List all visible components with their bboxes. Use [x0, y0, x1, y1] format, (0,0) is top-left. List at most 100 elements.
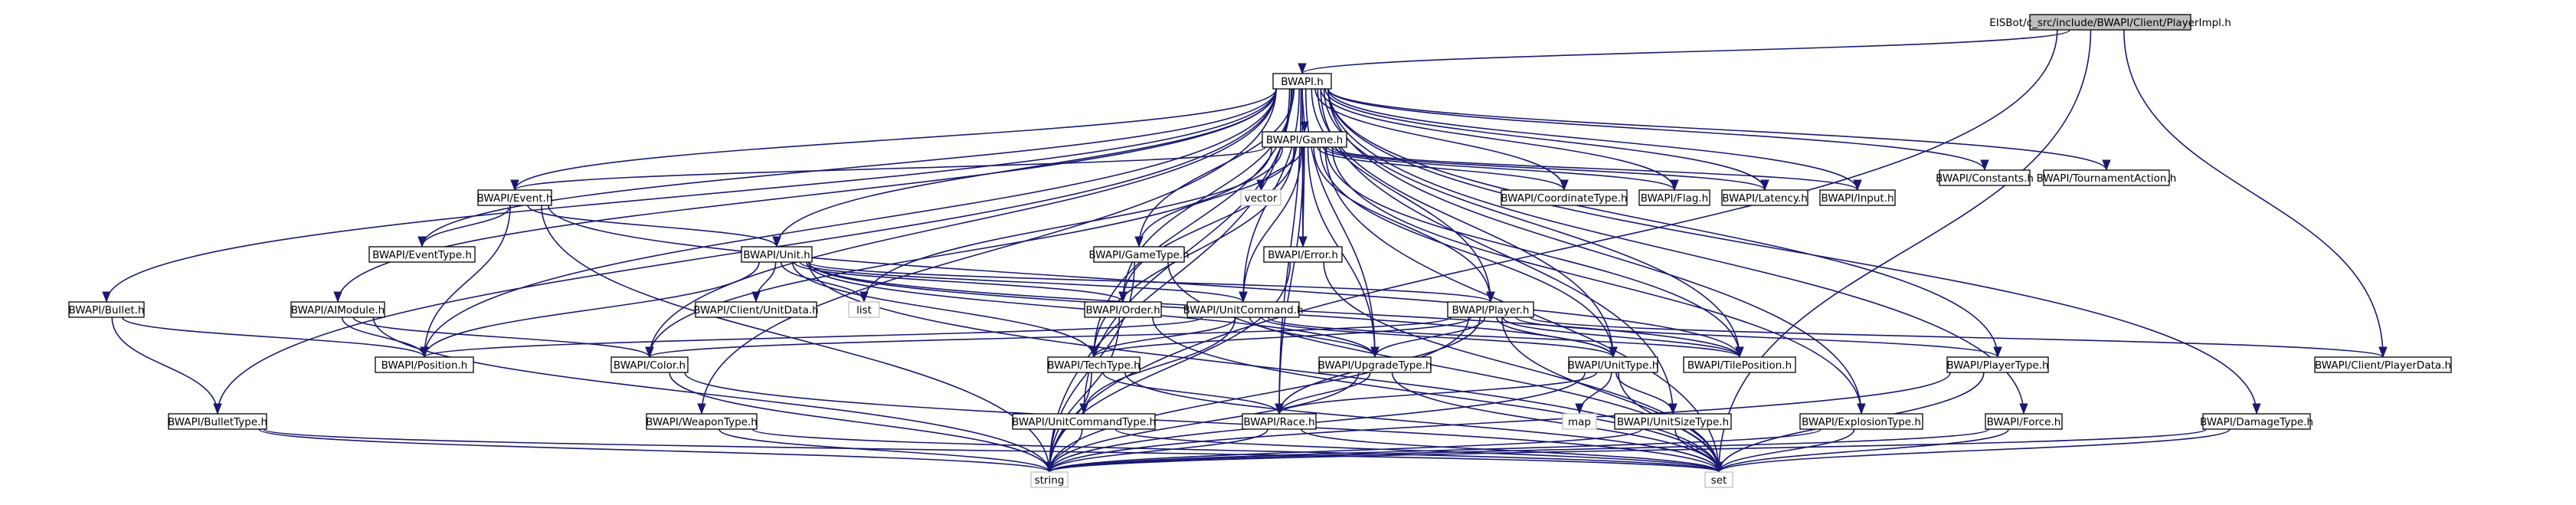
node-box: [848, 301, 880, 318]
node-root[interactable]: EISBot/c_src/include/BWAPI/Client/Player…: [1989, 14, 2231, 31]
node-label: BWAPI/Latency.h: [1722, 192, 1808, 205]
edge-color-to-string: [669, 372, 1054, 473]
node-force[interactable]: BWAPI/Force.h: [1985, 413, 2063, 430]
edge-bwapi-to-player: [1311, 88, 1495, 303]
edge-player-to-string: [1045, 316, 1469, 473]
node-label: BWAPI/Race.h: [1243, 416, 1314, 428]
node-game[interactable]: BWAPI/Game.h: [1262, 131, 1347, 148]
node-box: [1683, 356, 1796, 373]
node-playerdata[interactable]: BWAPI/Client/PlayerData.h: [2314, 356, 2452, 373]
edge-unit-to-unitcommand: [799, 261, 1248, 303]
edge-upgradetype-to-string: [1045, 372, 1360, 473]
node-error[interactable]: BWAPI/Error.h: [1263, 246, 1343, 263]
node-aimodule[interactable]: BWAPI/AIModule.h: [290, 301, 385, 318]
edge-bwapi-to-damagetype: [1327, 88, 2261, 415]
node-unitcommand[interactable]: BWAPI/UnitCommand.h: [1183, 301, 1304, 318]
node-box: [1799, 413, 1923, 430]
edge-unit-to-position: [420, 261, 760, 358]
node-label: BWAPI/Force.h: [1987, 416, 2061, 428]
edge-event-to-unit: [527, 205, 781, 248]
node-weapontype[interactable]: BWAPI/WeaponType.h: [646, 413, 758, 430]
node-coordtype[interactable]: BWAPI/CoordinateType.h: [1501, 189, 1628, 206]
node-flag[interactable]: BWAPI/Flag.h: [1638, 189, 1710, 206]
node-box: [1614, 413, 1732, 430]
node-label: BWAPI/CoordinateType.h: [1501, 192, 1627, 205]
edge-game-to-race: [1275, 146, 1304, 415]
node-box: [1819, 189, 1896, 206]
edge-game-to-unitcommand: [1239, 146, 1302, 303]
node-techtype[interactable]: BWAPI/TechType.h: [1047, 356, 1141, 373]
edge-bwapi-to-gametype: [1134, 88, 1295, 248]
node-label: BWAPI/UpgradeType.h: [1318, 359, 1432, 372]
edge-error-to-string: [1045, 261, 1291, 473]
node-unitsizetype[interactable]: BWAPI/UnitSizeType.h: [1614, 413, 1732, 430]
edge-bwapi-to-event: [510, 88, 1277, 191]
node-input[interactable]: BWAPI/Input.h: [1819, 189, 1896, 206]
node-playertype[interactable]: BWAPI/PlayerType.h: [1946, 356, 2049, 373]
node-label: list: [856, 304, 872, 316]
edge-force-to-string: [1045, 428, 1989, 473]
edge-bwapi-to-explosiontype: [1327, 88, 1866, 415]
edge-bullettype-to-string: [258, 428, 1054, 473]
edge-game-to-player: [1313, 146, 1495, 303]
node-label: BWAPI/Error.h: [1268, 249, 1338, 261]
node-label: BWAPI/TilePosition.h: [1687, 359, 1792, 372]
edge-aimodule-to-string: [372, 316, 1054, 473]
node-box: [1946, 356, 2049, 373]
node-bullet[interactable]: BWAPI/Bullet.h: [68, 301, 145, 318]
node-unit[interactable]: BWAPI/Unit.h: [741, 246, 813, 263]
node-box: [1187, 301, 1300, 318]
edge-error-to-set: [1323, 261, 1723, 473]
edge-unit-to-player: [808, 261, 1495, 303]
node-label: string: [1035, 474, 1065, 487]
edge-game-to-input: [1331, 146, 1862, 191]
node-label: BWAPI/Color.h: [614, 359, 686, 372]
node-map: map: [1562, 413, 1597, 430]
node-position[interactable]: BWAPI/Position.h: [375, 356, 474, 373]
edge-unitcommand-to-position: [420, 316, 1203, 358]
node-order[interactable]: BWAPI/Order.h: [1084, 301, 1162, 318]
edge-bwapi-to-bullet: [102, 88, 1277, 303]
node-label: BWAPI/TournamentAction.h: [2037, 172, 2177, 185]
node-unittype[interactable]: BWAPI/UnitType.h: [1568, 356, 1659, 373]
node-constants[interactable]: BWAPI/Constants.h: [1936, 169, 2034, 186]
node-label: BWAPI/UnitSizeType.h: [1617, 416, 1729, 428]
node-color[interactable]: BWAPI/Color.h: [610, 356, 689, 373]
edge-explosiontype-to-set: [1714, 428, 1855, 473]
node-event[interactable]: BWAPI/Event.h: [477, 189, 553, 206]
edge-bwapi-to-string: [1045, 88, 1291, 473]
edge-unitcommand-to-upgradetype: [1249, 316, 1380, 358]
node-box: [168, 413, 267, 430]
node-player[interactable]: BWAPI/Player.h: [1447, 301, 1534, 318]
node-bwapi[interactable]: BWAPI.h: [1272, 73, 1332, 90]
edge-unit-to-list: [780, 261, 869, 303]
node-tournament[interactable]: BWAPI/TournamentAction.h: [2037, 169, 2177, 186]
node-unitcommandtype[interactable]: BWAPI/UnitCommandType.h: [1012, 413, 1156, 430]
edge-player-to-tileposition: [1502, 316, 1744, 358]
node-label: BWAPI/PlayerType.h: [1946, 359, 2048, 372]
edge-order-to-set: [1152, 316, 1723, 473]
node-explosiontype[interactable]: BWAPI/ExplosionType.h: [1799, 413, 1923, 430]
node-tileposition[interactable]: BWAPI/TilePosition.h: [1683, 356, 1796, 373]
node-vector: vector: [1240, 189, 1281, 206]
node-label: BWAPI/Event.h: [477, 192, 553, 205]
edge-player-to-unittype: [1496, 316, 1618, 358]
edge-root-to-bwapi: [1298, 29, 2071, 74]
edge-techtype-to-race: [1102, 372, 1284, 415]
node-label: BWAPI/GameType.h: [1088, 249, 1189, 261]
node-bullettype[interactable]: BWAPI/BulletType.h: [168, 413, 267, 430]
edge-bullet-to-position: [121, 316, 429, 358]
node-box: [1985, 413, 2063, 430]
node-latency[interactable]: BWAPI/Latency.h: [1721, 189, 1808, 206]
node-gametype[interactable]: BWAPI/GameType.h: [1088, 246, 1190, 263]
node-unitdata[interactable]: BWAPI/Client/UnitData.h: [693, 301, 819, 318]
node-eventtype[interactable]: BWAPI/EventType.h: [368, 246, 476, 263]
node-label: BWAPI/Input.h: [1821, 192, 1894, 205]
node-box: [68, 301, 145, 318]
node-set: set: [1704, 471, 1733, 488]
node-damagetype[interactable]: BWAPI/DamageType.h: [2200, 413, 2313, 430]
node-race[interactable]: BWAPI/Race.h: [1242, 413, 1317, 430]
node-label: BWAPI/Flag.h: [1641, 192, 1709, 205]
node-upgradetype[interactable]: BWAPI/UpgradeType.h: [1318, 356, 1432, 373]
